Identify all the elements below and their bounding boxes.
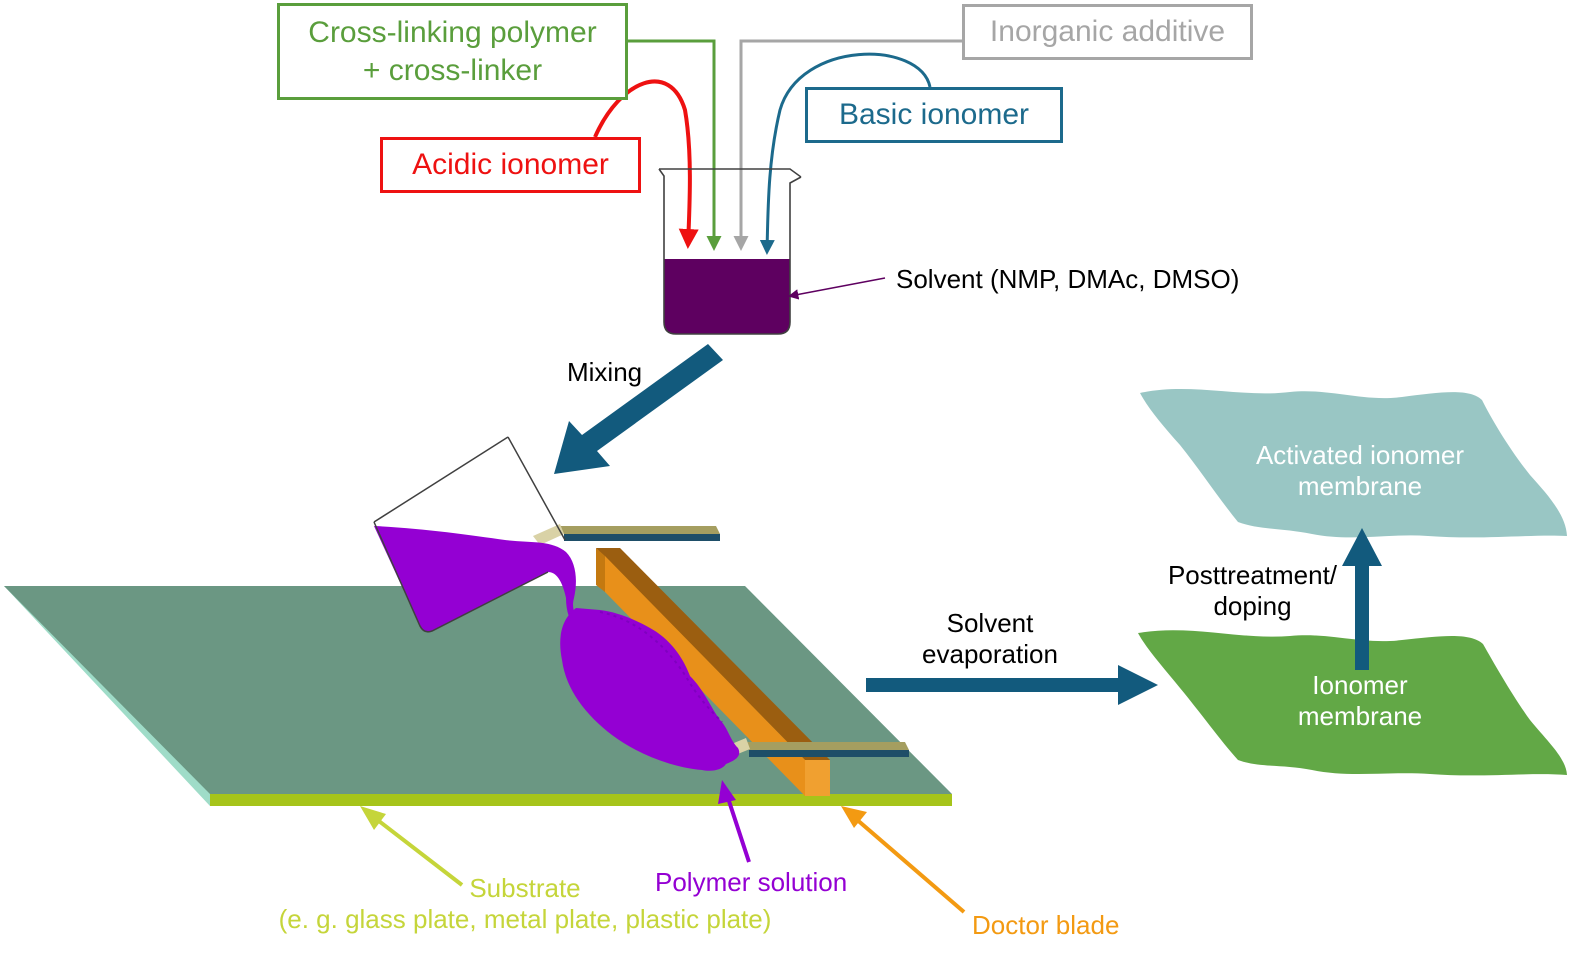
polymer-solution-pointer	[718, 780, 751, 863]
solvent-evaporation-arrow	[866, 665, 1158, 705]
inorganic-label: Inorganic additive	[989, 15, 1226, 49]
acidic-label: Acidic ionomer	[412, 148, 609, 182]
doctor-blade	[533, 524, 909, 796]
solvent-evap-line1: Solvent	[946, 608, 1034, 638]
substrate-line2: (e. g. glass plate, metal plate, plastic…	[278, 903, 772, 934]
acidic-ionomer-box: Acidic ionomer	[380, 137, 641, 193]
substrate-front-edge	[210, 794, 952, 806]
inorganic-feed-arrow	[733, 39, 970, 251]
mixing-arrow	[554, 344, 723, 474]
substrate-line1: Substrate	[469, 873, 581, 903]
solvent-label: Solvent (NMP, DMAc, DMSO)	[896, 264, 1240, 294]
pouring-beaker-outline	[373, 436, 566, 633]
post-line1: Posttreatment/	[1167, 560, 1338, 590]
beaker	[658, 168, 802, 335]
basic-feed-arrow	[759, 52, 932, 255]
substrate-pointer	[360, 806, 464, 887]
crosslinking-line1: Cross-linking polymer	[308, 16, 597, 49]
post-line2: doping	[1213, 590, 1292, 621]
activated-membrane-label: Activated ionomer membrane	[1230, 440, 1490, 501]
polymer-solution-puddle	[560, 608, 740, 771]
substrate-label: Substrate (e. g. glass plate, metal plat…	[240, 873, 810, 934]
crosslinking-line2: + cross-linker	[362, 53, 543, 87]
crosslinking-polymer-box: Cross-linking polymer + cross-linker	[277, 3, 628, 100]
substrate-side	[4, 586, 218, 806]
polymer-solution-label: Polymer solution	[655, 867, 848, 897]
solvent-evap-line2: evaporation	[922, 638, 1058, 669]
basic-ionomer-box: Basic ionomer	[805, 87, 1063, 143]
solvent-pointer-arrow	[787, 277, 886, 300]
posttreatment-arrow	[1342, 528, 1382, 670]
crosslinking-feed-arrow	[628, 39, 722, 251]
pouring-liquid	[374, 526, 577, 632]
activated-line1: Activated ionomer	[1255, 440, 1465, 470]
ionomer-membrane-shape	[1138, 630, 1567, 776]
activated-line2: membrane	[1297, 470, 1423, 501]
beaker-outline	[658, 168, 802, 335]
ionomer-membrane-label: Ionomer membrane	[1260, 670, 1460, 731]
ionomer-line2: membrane	[1297, 700, 1423, 731]
inorganic-additive-box: Inorganic additive	[962, 4, 1253, 60]
solvent-evaporation-label: Solvent evaporation	[905, 608, 1075, 669]
doctor-blade-label: Doctor blade	[972, 910, 1120, 940]
posttreatment-label: Posttreatment/ doping	[1155, 560, 1350, 621]
mixing-label: Mixing	[567, 357, 643, 387]
pouring-beaker	[373, 436, 577, 633]
activated-membrane-shape	[1140, 389, 1567, 538]
solvent-liquid	[664, 259, 790, 334]
doctor-blade-pointer	[841, 806, 966, 914]
basic-label: Basic ionomer	[838, 98, 1030, 132]
ionomer-line1: Ionomer	[1312, 670, 1408, 700]
